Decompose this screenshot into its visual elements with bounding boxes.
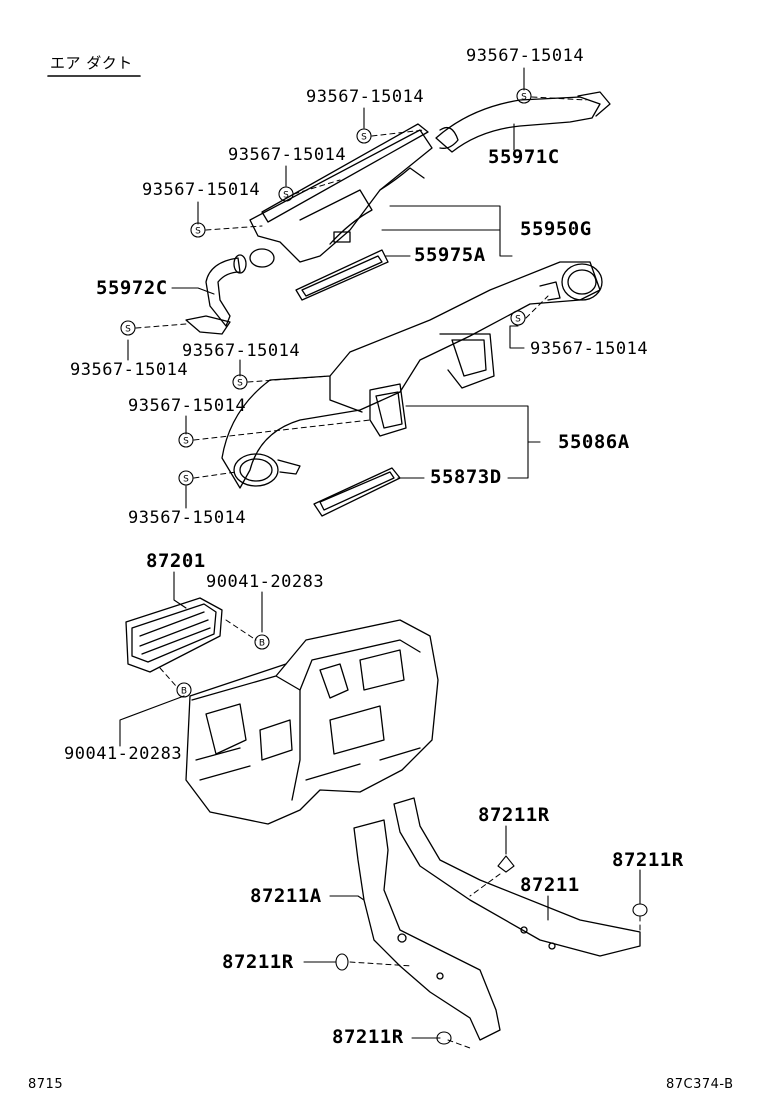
callout-clip-4: 93567-15014 (142, 180, 261, 200)
callout-55975a: 55975A (414, 244, 486, 266)
screw-symbol-1: B (259, 639, 265, 649)
callout-87211r-1: 87211R (478, 804, 550, 826)
clip-symbol-7: S (183, 437, 189, 447)
callout-screw-2: 90041-20283 (64, 744, 183, 764)
callout-87211: 87211 (520, 874, 580, 896)
callout-87211r-3: 87211R (222, 951, 294, 973)
gasket-55975a-part (296, 250, 388, 300)
callout-55971c: 55971C (488, 146, 560, 168)
clip-symbol-6: S (237, 379, 243, 389)
callout-clip-5: 93567-15014 (70, 360, 189, 380)
clip-circles (121, 89, 531, 697)
callout-87211r-4: 87211R (332, 1026, 404, 1048)
clip-symbol-2: S (361, 133, 367, 143)
callout-clip-3: 93567-15014 (228, 145, 347, 165)
callout-87211a: 87211A (250, 885, 322, 907)
clip-symbol-3: S (283, 191, 289, 201)
nut-symbols (336, 856, 647, 1044)
duct-55971c-part (436, 92, 610, 152)
clip-symbol-1: S (521, 93, 527, 103)
dashed-links (136, 97, 640, 1048)
clip-symbol-4: S (195, 227, 201, 237)
callout-clip-8: 93567-15014 (128, 396, 247, 416)
callout-clip-1: 93567-15014 (466, 46, 585, 66)
clip-symbol-9: S (515, 315, 521, 325)
duct-55086a-part (222, 262, 602, 488)
callout-55086a: 55086A (558, 431, 630, 453)
callout-87201: 87201 (146, 550, 206, 572)
callout-87211r-2: 87211R (612, 849, 684, 871)
section-title: エア ダクト (50, 54, 133, 72)
gasket-55873d-part (314, 468, 400, 516)
duct-55950g-part (250, 124, 432, 262)
callout-55950g: 55950G (520, 218, 592, 240)
leader-lines (120, 68, 640, 1038)
callout-clip-7: 93567-15014 (182, 341, 301, 361)
callout-clip-2: 93567-15014 (306, 87, 425, 107)
clip-symbol-8: S (183, 475, 189, 485)
filter-87201-part (126, 598, 222, 672)
callout-clip-6: 93567-15014 (530, 339, 649, 359)
callout-55873d: 55873D (430, 466, 502, 488)
callout-screw-1: 90041-20283 (206, 572, 325, 592)
duct-87211a-part (354, 820, 500, 1040)
figure-id: 87C374-B (666, 1077, 734, 1092)
duct-55972c-part (186, 249, 274, 334)
callout-clip-9: 93567-15014 (128, 508, 247, 528)
callout-55972c: 55972C (96, 277, 168, 299)
screw-symbol-2: B (181, 687, 187, 697)
clip-symbol-5: S (125, 325, 131, 335)
heater-unit-part (186, 620, 438, 824)
page-code: 8715 (28, 1077, 64, 1092)
